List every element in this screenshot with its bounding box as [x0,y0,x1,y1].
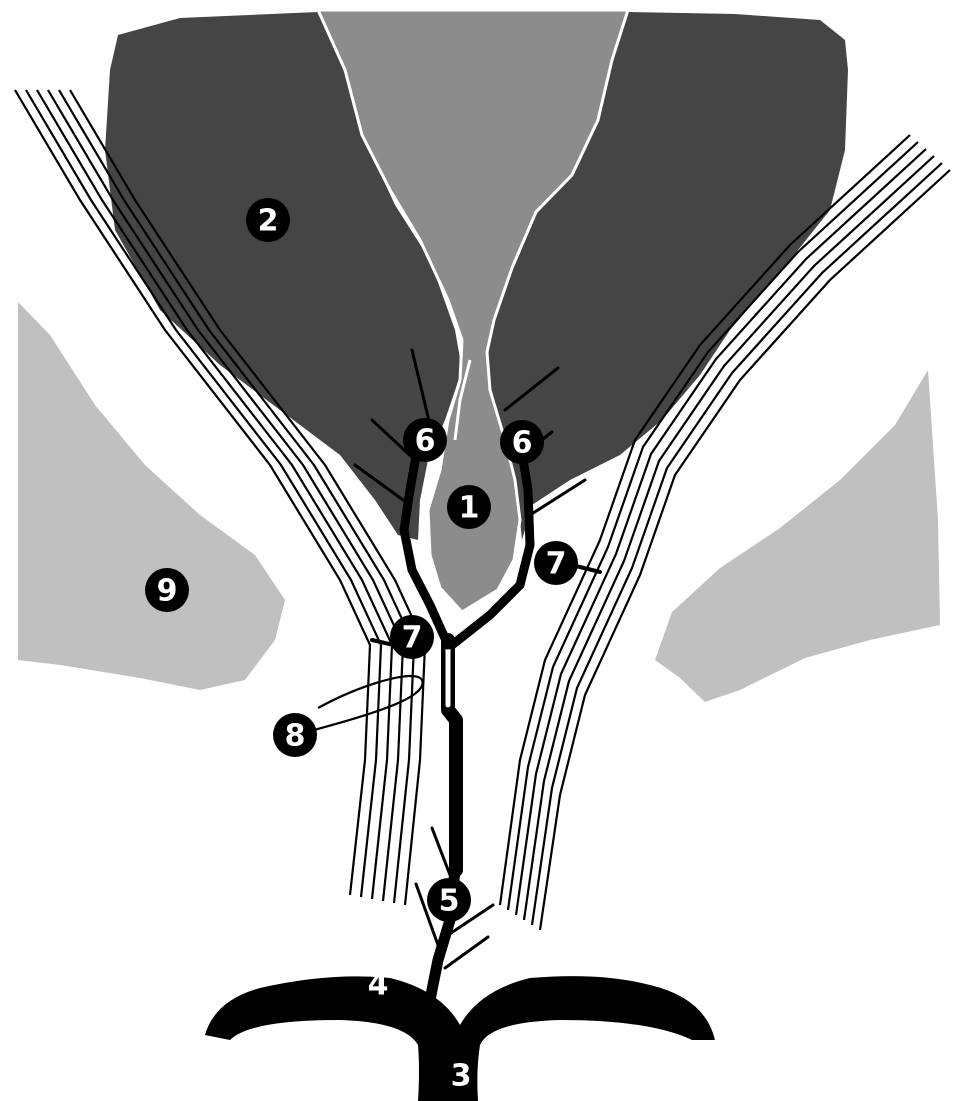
marker-3-label: 3 [451,1059,472,1094]
marker-4-label: 4 [368,968,389,1003]
marker-6-right: 6 [500,420,544,464]
marker-5: 5 [427,878,471,922]
marker-1-label: 1 [459,491,480,526]
marker-8: 8 [273,713,317,757]
marker-2-label: 2 [258,204,279,239]
marker-6-left: 6 [403,418,447,462]
marker-7-right-label: 7 [546,547,567,582]
marker-7-right: 7 [534,541,578,585]
marker-7-left: 7 [390,615,434,659]
marker-5-label: 5 [439,884,460,919]
twig [445,937,488,968]
marker-1: 1 [447,485,491,529]
marker-8-label: 8 [285,719,306,754]
marker-9-label: 9 [157,574,178,609]
marker-6-right-label: 6 [512,426,533,461]
marker-2: 2 [246,198,290,242]
twig [432,828,450,875]
marker-7-left-label: 7 [402,621,423,656]
marker-9: 9 [145,568,189,612]
right-light-gray-region [655,370,940,702]
marker-6-left-label: 6 [415,424,436,459]
